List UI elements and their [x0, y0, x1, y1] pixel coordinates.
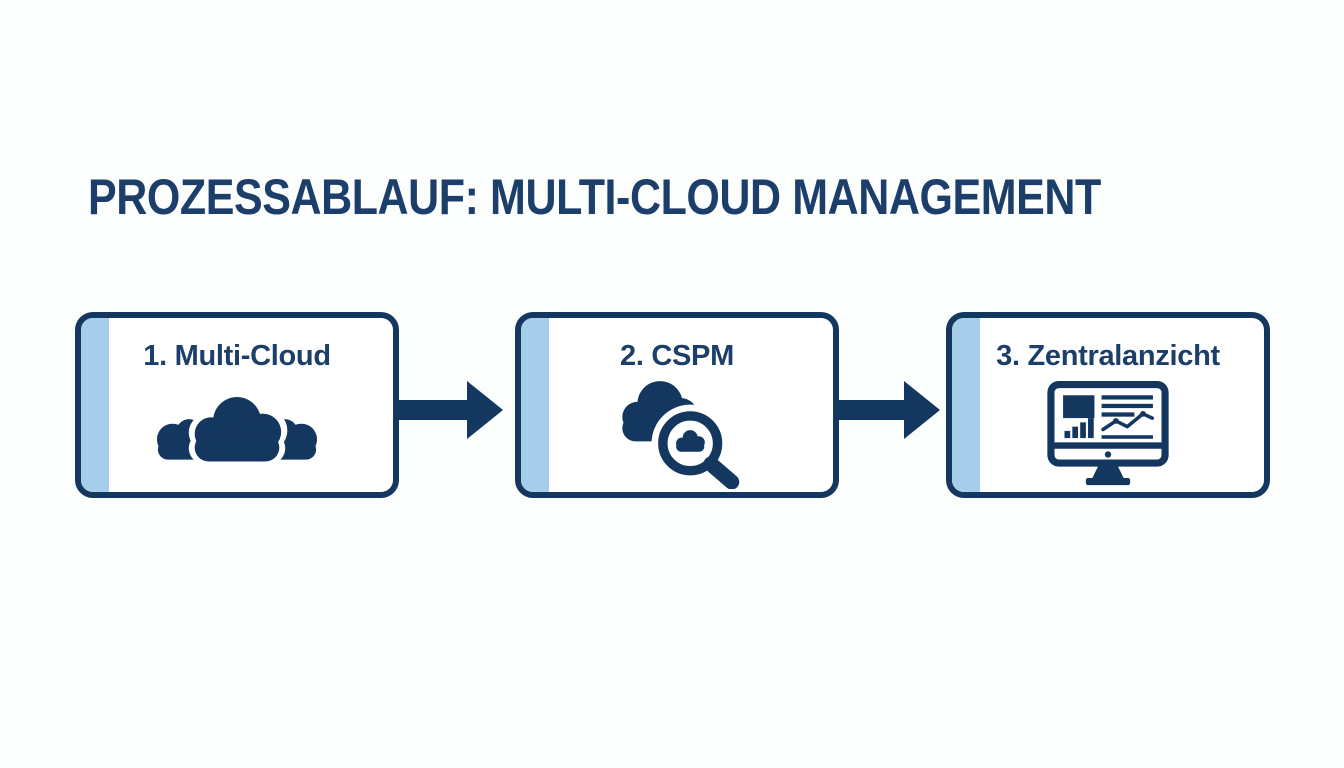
step-card-zentralanzicht: 3. Zentralanzicht — [946, 312, 1270, 498]
step-label: 1. Multi-Cloud — [143, 340, 331, 372]
step-card-cspm: 2. CSPM — [515, 312, 839, 498]
step-accent-strip — [952, 318, 980, 492]
step-label: 3. Zentralanzicht — [996, 340, 1220, 372]
cloud-magnifier-icon — [521, 375, 833, 489]
page-title: PROZESSABLAUF: MULTI-CLOUD MANAGEMENT — [88, 169, 1101, 225]
arrow-right-icon — [836, 381, 940, 439]
step-label: 2. CSPM — [620, 340, 734, 372]
arrow-right-icon — [399, 381, 503, 439]
step-accent-strip — [81, 318, 109, 492]
dashboard-monitor-icon — [952, 381, 1264, 488]
step-accent-strip — [521, 318, 549, 492]
multi-cloud-icon — [81, 385, 393, 479]
step-card-multi-cloud: 1. Multi-Cloud — [75, 312, 399, 498]
